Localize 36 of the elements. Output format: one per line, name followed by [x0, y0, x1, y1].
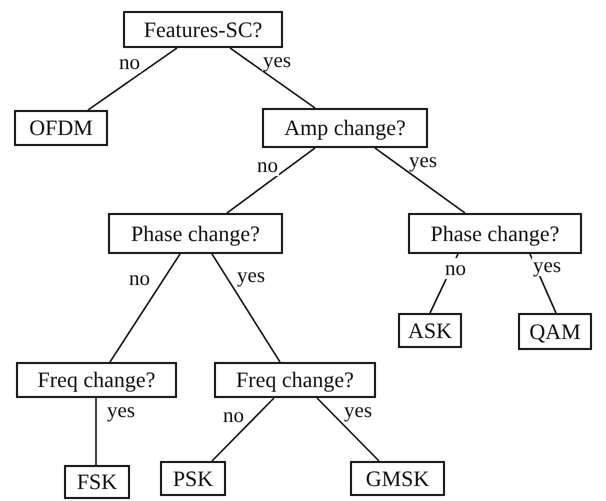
node-label: ASK [408, 320, 452, 342]
decision-box [518, 313, 592, 350]
decision-box [350, 461, 445, 496]
decision-box [14, 110, 108, 146]
connector-line [316, 397, 380, 462]
node-label: FSK [76, 471, 118, 493]
node-label: Phase change? [430, 222, 560, 244]
decision-box [160, 461, 226, 496]
node-label: QAM [529, 320, 581, 342]
node-label: Phase change? [131, 222, 260, 244]
decision-box [214, 362, 376, 398]
edge-label: no [444, 258, 467, 279]
connector-line [211, 397, 275, 462]
node-label: Features-SC? [144, 18, 262, 40]
connector-line [95, 398, 97, 465]
decision-box [16, 362, 177, 398]
node-label: Amp change? [284, 117, 406, 139]
decision-box [64, 465, 130, 499]
connector-line [429, 254, 459, 314]
node-label: Freq change? [236, 369, 354, 391]
connector-line [374, 147, 466, 214]
connector-line [226, 147, 316, 214]
node-label: OFDM [29, 117, 93, 139]
node-label: GMSK [366, 468, 430, 490]
connector-line [88, 47, 178, 111]
edge-label: yes [532, 255, 562, 276]
connector-line [230, 47, 316, 109]
connector-line [211, 254, 281, 362]
decision-box [398, 313, 462, 348]
node-label: Freq change? [38, 369, 156, 391]
decision-box [408, 213, 582, 254]
connector-line [109, 254, 181, 362]
node-label: PSK [172, 468, 214, 490]
decision-box [108, 213, 283, 254]
decision-box [123, 11, 283, 48]
decision-box [262, 108, 428, 148]
